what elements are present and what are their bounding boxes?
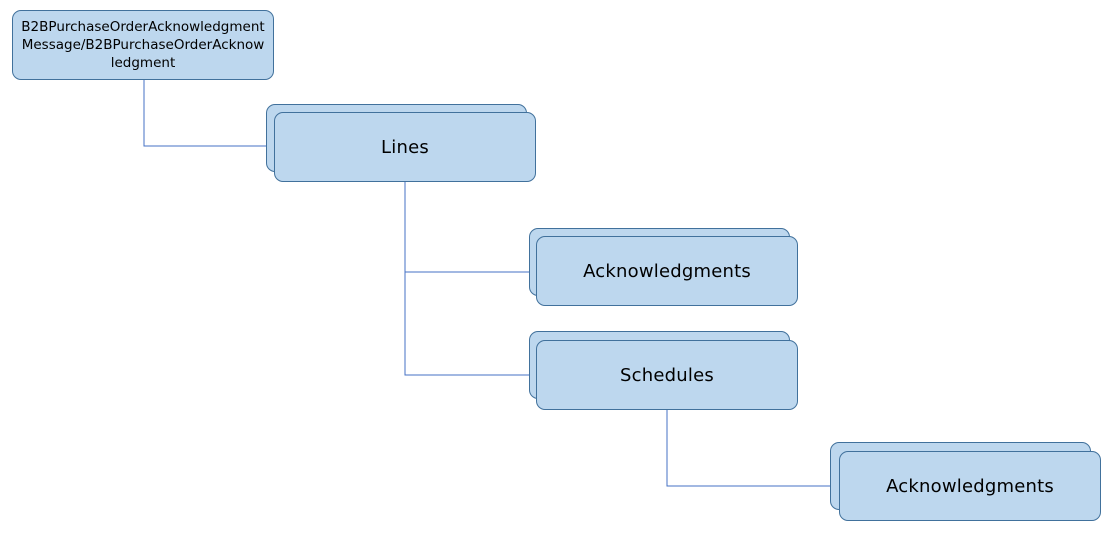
node-schedules-box: Schedules xyxy=(536,340,798,410)
node-schedules: Schedules xyxy=(529,331,800,410)
node-line-acknowledgments-label: Acknowledgments xyxy=(583,260,751,282)
connector-lines-to-acknowledgments xyxy=(404,181,537,276)
node-root-label: B2BPurchaseOrderAcknowledgmentMessage/B2… xyxy=(21,19,265,71)
node-schedule-acknowledgments-label: Acknowledgments xyxy=(886,475,1054,497)
connector-schedules-to-acknowledgments xyxy=(666,409,839,490)
connector-lines-to-schedules xyxy=(404,272,537,379)
node-lines-box: Lines xyxy=(274,112,536,182)
node-schedule-acknowledgments-box: Acknowledgments xyxy=(839,451,1101,521)
node-root-box: B2BPurchaseOrderAcknowledgmentMessage/B2… xyxy=(12,10,274,80)
node-schedules-label: Schedules xyxy=(620,364,714,386)
node-line-acknowledgments-box: Acknowledgments xyxy=(536,236,798,306)
node-lines-label: Lines xyxy=(381,136,429,158)
node-lines: Lines xyxy=(266,104,537,183)
node-schedule-acknowledgments: Acknowledgments xyxy=(830,442,1102,522)
node-line-acknowledgments: Acknowledgments xyxy=(529,228,800,307)
node-root: B2BPurchaseOrderAcknowledgmentMessage/B2… xyxy=(12,10,274,80)
connector-root-to-lines xyxy=(143,79,274,150)
